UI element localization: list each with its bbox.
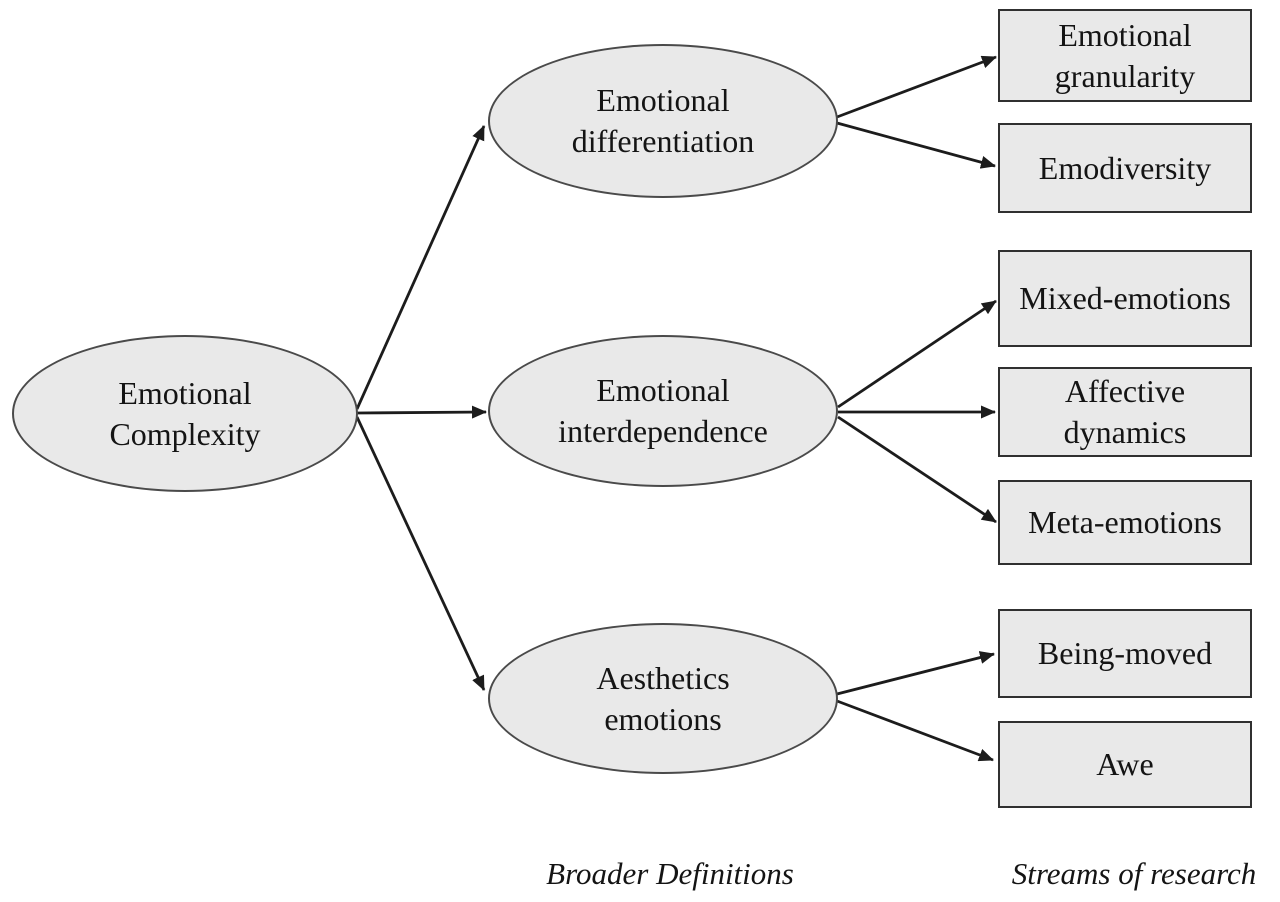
node-awe: Awe <box>998 721 1252 808</box>
node-emotional-interdependence-label: Emotional interdependence <box>558 372 768 449</box>
node-emotional-complexity: Emotional Complexity <box>12 335 358 492</box>
arrow-interdependence-to-mixed-emotions <box>837 299 997 409</box>
node-meta-emotions-label: Meta-emotions <box>1028 504 1222 541</box>
node-mixed-emotions: Mixed-emotions <box>998 250 1252 347</box>
arrow-aesthetics-to-awe <box>836 699 994 762</box>
caption-streams-of-research: Streams of research <box>1011 856 1257 891</box>
node-emotional-granularity: Emotional granularity <box>998 9 1252 102</box>
node-meta-emotions: Meta-emotions <box>998 480 1252 565</box>
node-affective-dynamics: Affective dynamics <box>998 367 1252 457</box>
arrow-differentiation-to-granularity <box>836 55 997 119</box>
node-emotional-differentiation: Emotional differentiation <box>488 44 838 198</box>
arrow-complexity-to-aesthetics <box>355 416 486 691</box>
node-emotional-interdependence: Emotional interdependence <box>488 335 838 487</box>
node-being-moved-label: Being-moved <box>1037 635 1213 672</box>
node-mixed-emotions-label: Mixed-emotions <box>1019 280 1231 317</box>
node-affective-dynamics-label: Affective dynamics <box>1063 373 1187 450</box>
node-aesthetics-emotions: Aesthetics emotions <box>488 623 838 774</box>
node-being-moved: Being-moved <box>998 609 1252 698</box>
arrow-differentiation-to-emodiversity <box>836 121 996 169</box>
node-aesthetics-emotions-label: Aesthetics emotions <box>596 659 730 737</box>
node-emotional-complexity-label: Emotional Complexity <box>109 374 261 452</box>
caption-broader-definitions: Broader Definitions <box>546 856 794 891</box>
node-awe-label: Awe <box>1096 746 1154 783</box>
arrow-aesthetics-to-being-moved <box>836 651 995 696</box>
node-emotional-differentiation-label: Emotional differentiation <box>571 82 755 159</box>
arrow-interdependence-to-meta-emotions <box>837 415 997 524</box>
arrow-complexity-to-differentiation <box>355 125 486 410</box>
node-emodiversity: Emodiversity <box>998 123 1252 213</box>
node-emotional-granularity-label: Emotional granularity <box>1054 16 1196 94</box>
node-emodiversity-label: Emodiversity <box>1038 149 1212 186</box>
arrow-complexity-to-interdependence <box>356 405 487 419</box>
